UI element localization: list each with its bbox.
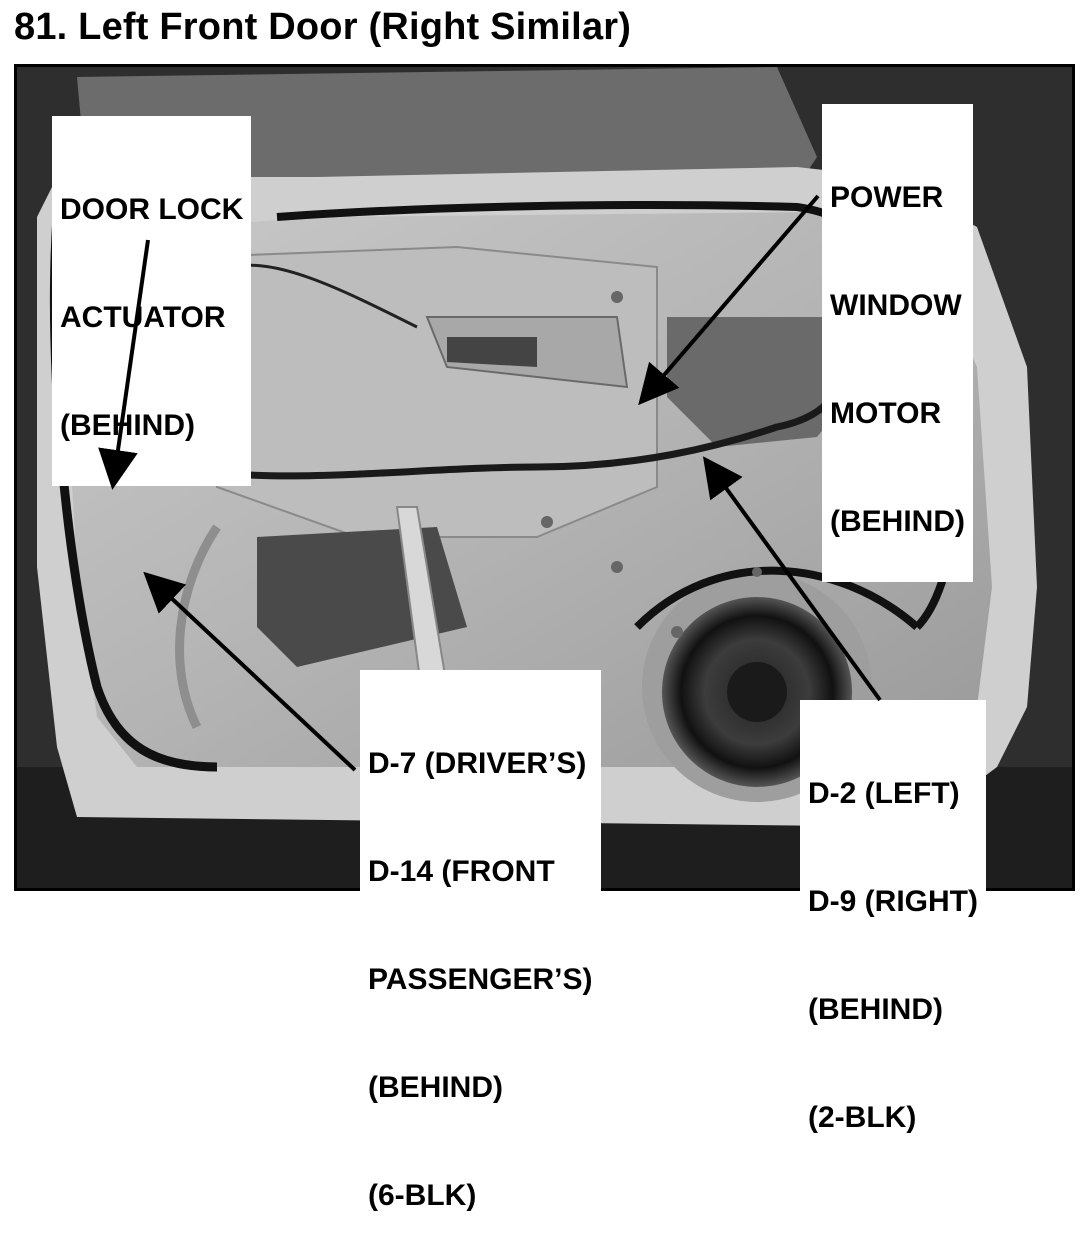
callout-line: (BEHIND) [60,409,195,442]
callout-line: PASSENGER’S) [368,963,593,996]
callout-d7-connector: D-7 (DRIVER’S) D-14 (FRONT PASSENGER’S) … [360,670,601,1256]
callout-door-lock-actuator: DOOR LOCK ACTUATOR (BEHIND) [52,116,252,486]
page-title: 81. Left Front Door (Right Similar) [14,6,632,48]
callout-line: ACTUATOR [60,301,226,334]
callout-line: POWER [830,181,944,214]
callout-line: D-9 (RIGHT) [808,885,978,918]
callout-line: D-14 (FRONT [368,855,555,888]
callout-line: WINDOW [830,289,962,322]
callout-line: D-7 (DRIVER’S) [368,747,587,780]
callout-line: (6-BLK) [368,1179,477,1212]
callout-line: DOOR LOCK [60,193,244,226]
callout-line: (BEHIND) [368,1071,503,1104]
callout-line: D-2 (LEFT) [808,777,960,810]
callout-power-window-motor: POWER WINDOW MOTOR (BEHIND) [822,104,973,582]
callout-line: (2-BLK) [808,1101,917,1134]
callout-line: MOTOR [830,397,942,430]
callout-line: (BEHIND) [808,993,943,1026]
callout-line: (BEHIND) [830,505,965,538]
callout-d2-connector: D-2 (LEFT) D-9 (RIGHT) (BEHIND) (2-BLK) [800,700,986,1178]
